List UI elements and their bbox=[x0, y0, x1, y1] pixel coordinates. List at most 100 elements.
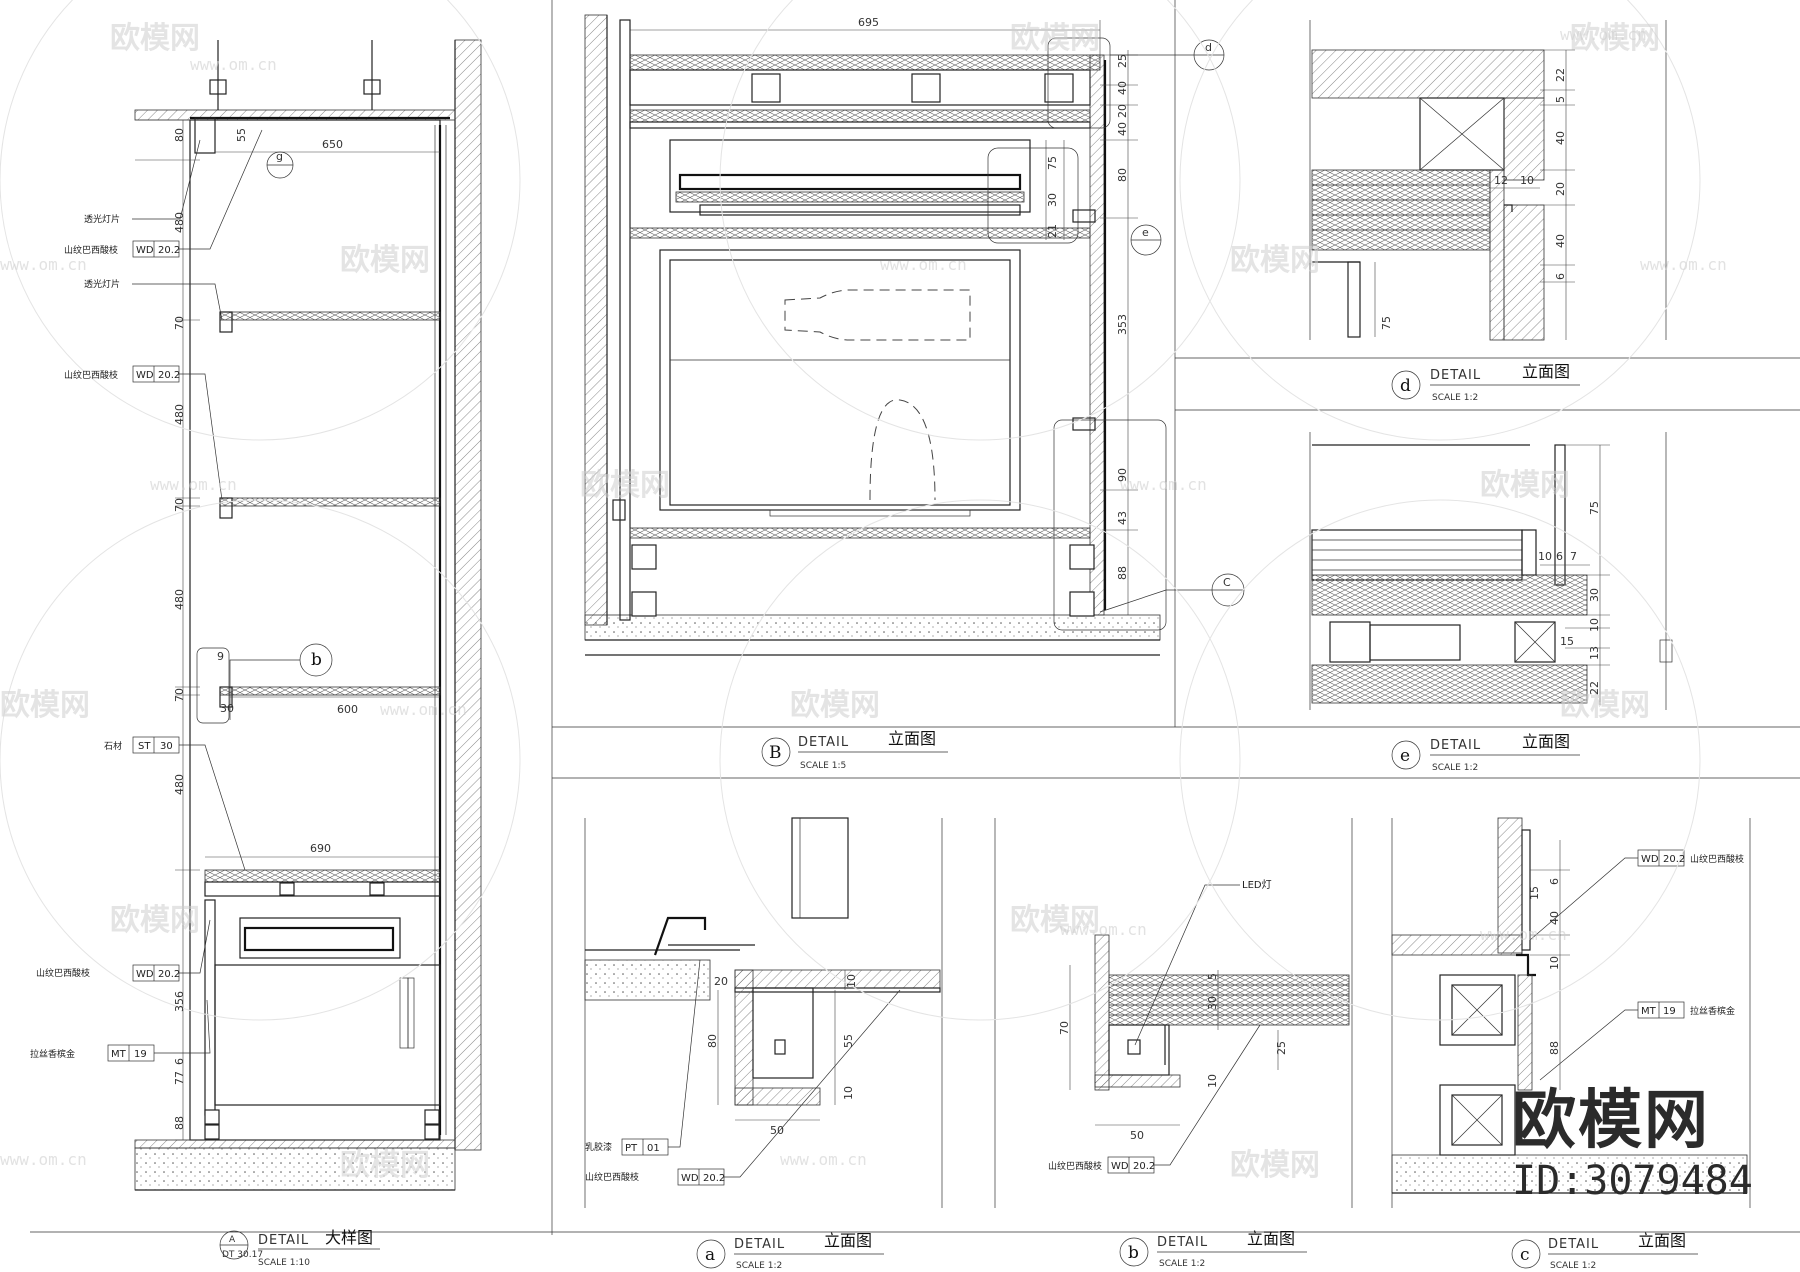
panel-e-marker bbox=[1391, 740, 1421, 770]
watermark-layer bbox=[0, 0, 1701, 1021]
tag-wd-2: WD bbox=[136, 370, 154, 381]
dim-25: 25 bbox=[1116, 54, 1129, 68]
a-dim-20: 20 bbox=[714, 975, 728, 988]
watermark-url-6: www.om.cn bbox=[1120, 475, 1207, 494]
b-label-led: LED灯 bbox=[1242, 879, 1272, 891]
tag-wd-3-num: 20.2 bbox=[158, 969, 180, 980]
e-dim-75: 75 bbox=[1588, 501, 1601, 515]
tag-st: ST bbox=[138, 741, 151, 752]
dim-55: 55 bbox=[235, 128, 248, 142]
panel-d-title: 立面图 bbox=[1522, 362, 1570, 381]
tag-wd-2-num: 20.2 bbox=[158, 370, 180, 381]
dim-40b: 40 bbox=[1116, 122, 1129, 136]
panel-a-detail: DETAIL bbox=[734, 1237, 785, 1252]
dim-70c: 70 bbox=[173, 688, 186, 702]
watermark-url-1: www.om.cn bbox=[1560, 25, 1647, 44]
watermark-url-4: www.om.cn bbox=[880, 255, 967, 274]
panel-e-title: 立面图 bbox=[1522, 732, 1570, 751]
panel-d-detail bbox=[1309, 20, 1667, 341]
a-tag-pt-num: 01 bbox=[647, 1143, 660, 1154]
panel-A-letter: A bbox=[229, 1235, 236, 1245]
c-dim-15: 15 bbox=[1528, 886, 1541, 900]
panel-b-marker bbox=[1119, 1237, 1149, 1267]
panel-c-detail: DETAIL bbox=[1548, 1237, 1599, 1252]
e-dim-7: 7 bbox=[1570, 550, 1577, 563]
logo-id-text: ID:3079484 bbox=[1512, 1158, 1753, 1204]
e-dim-15: 15 bbox=[1560, 635, 1574, 648]
label-stone: 石材 bbox=[104, 740, 122, 752]
panel-b-detail: DETAIL bbox=[1157, 1235, 1208, 1250]
tag-mt-num: 19 bbox=[134, 1049, 147, 1060]
panel-a-scale: SCALE 1:2 bbox=[736, 1261, 782, 1271]
panel-e-text: 75 10 6 7 30 10 15 13 22 e DETAIL 立面图 SC… bbox=[1391, 501, 1601, 773]
c-dim-40: 40 bbox=[1548, 911, 1561, 925]
watermark-brand-6: 欧模网 bbox=[790, 688, 880, 723]
d-dim-12: 12 bbox=[1494, 174, 1508, 187]
dim-20: 20 bbox=[1116, 104, 1129, 118]
dim-695: 695 bbox=[858, 16, 879, 29]
b-dim-70: 70 bbox=[1058, 1021, 1071, 1035]
c-label-wood: 山纹巴西酸枝 bbox=[1690, 853, 1744, 865]
panel-b-letter: b bbox=[1128, 1243, 1139, 1263]
panel-e-detail: DETAIL bbox=[1430, 738, 1481, 753]
watermark-brand-9: 欧模网 bbox=[1480, 468, 1570, 503]
e-dim-30: 30 bbox=[1588, 588, 1601, 602]
d-dim-75: 75 bbox=[1380, 316, 1393, 330]
dim-75: 75 bbox=[1046, 156, 1059, 170]
panel-a-text: 20 10 80 55 10 50 乳胶漆 山纹巴西酸枝 PT 01 WD 20… bbox=[585, 974, 884, 1271]
brand-logo: 欧模网 ID:3079484 bbox=[1512, 1085, 1753, 1225]
panel-e-letter: e bbox=[1400, 746, 1410, 766]
a-label-wood: 山纹巴西酸枝 bbox=[585, 1171, 639, 1183]
panel-A-scale: SCALE 1:10 bbox=[258, 1258, 310, 1268]
watermark-url-10: www.om.cn bbox=[780, 1150, 867, 1169]
dim-480c: 480 bbox=[173, 589, 186, 610]
panel-d-letter: d bbox=[1400, 376, 1411, 396]
panel-d-detail: DETAIL bbox=[1430, 368, 1481, 383]
dim-80: 80 bbox=[173, 128, 186, 142]
d-dim-40b: 40 bbox=[1554, 234, 1567, 248]
tag-st-num: 30 bbox=[160, 741, 173, 752]
a-dim-10b: 10 bbox=[842, 1086, 855, 1100]
c-label-metal: 拉丝香槟金 bbox=[1690, 1005, 1735, 1017]
dim-480d: 480 bbox=[173, 774, 186, 795]
label-metal: 拉丝香槟金 bbox=[30, 1048, 75, 1060]
c-tag-wd-num: 20.2 bbox=[1663, 854, 1685, 865]
watermark-brand-0: 欧模网 bbox=[110, 21, 200, 56]
panel-c-scale: SCALE 1:2 bbox=[1550, 1261, 1596, 1271]
c-tag-mt: MT bbox=[1641, 1006, 1657, 1017]
a-dim-80: 80 bbox=[706, 1034, 719, 1048]
tag-wd-1-num: 20.2 bbox=[158, 245, 180, 256]
panel-c-detail bbox=[1391, 817, 1751, 1208]
watermark-url-8: www.om.cn bbox=[1060, 920, 1147, 939]
label-light-panel-2: 透光灯片 bbox=[84, 278, 120, 290]
b-dim-25: 25 bbox=[1275, 1041, 1288, 1055]
watermark-brand-texts: 欧模网欧模网欧模网欧模网欧模网欧模网欧模网欧模网欧模网欧模网欧模网欧模网欧模网欧… bbox=[0, 21, 1727, 1183]
panel-a-title: 立面图 bbox=[824, 1231, 872, 1250]
watermark-url-3: www.om.cn bbox=[1640, 255, 1727, 274]
panel-B-text: 695 25 40 20 40 80 75 30 21 353 90 43 88… bbox=[761, 16, 1231, 771]
callout-b-letter: b bbox=[311, 650, 322, 670]
panel-b-detail bbox=[994, 818, 1353, 1208]
watermark-url-7: www.om.cn bbox=[380, 700, 467, 719]
label-light-panel-1: 透光灯片 bbox=[84, 213, 120, 225]
watermark-brand-2: 欧模网 bbox=[1570, 21, 1660, 56]
d-dim-20: 20 bbox=[1554, 182, 1567, 196]
panel-b-text: LED灯 70 5 30 25 10 50 山纹巴西酸枝 WD 20.2 b D… bbox=[1048, 879, 1307, 1269]
e-dim-13: 13 bbox=[1588, 646, 1601, 660]
panel-A-text: 650 600 690 480 70 480 70 480 70 480 356… bbox=[30, 128, 380, 1268]
dim-43: 43 bbox=[1116, 511, 1129, 525]
b-tag-wd-num: 20.2 bbox=[1133, 1161, 1155, 1172]
panel-e-detail bbox=[1309, 432, 1673, 710]
dim-88: 88 bbox=[1116, 566, 1129, 580]
panel-a-marker bbox=[696, 1239, 726, 1269]
a-label-latex: 乳胶漆 bbox=[585, 1141, 612, 1153]
dim-690: 690 bbox=[310, 842, 331, 855]
panel-B-elevation bbox=[584, 14, 1245, 656]
panel-B-marker bbox=[761, 737, 791, 767]
watermark-brand-13: 欧模网 bbox=[1230, 1148, 1320, 1183]
tag-wd-3: WD bbox=[136, 969, 154, 980]
watermark-url-2: www.om.cn bbox=[0, 255, 87, 274]
watermark-brand-4: 欧模网 bbox=[1230, 243, 1320, 278]
b-label-wood: 山纹巴西酸枝 bbox=[1048, 1160, 1102, 1172]
